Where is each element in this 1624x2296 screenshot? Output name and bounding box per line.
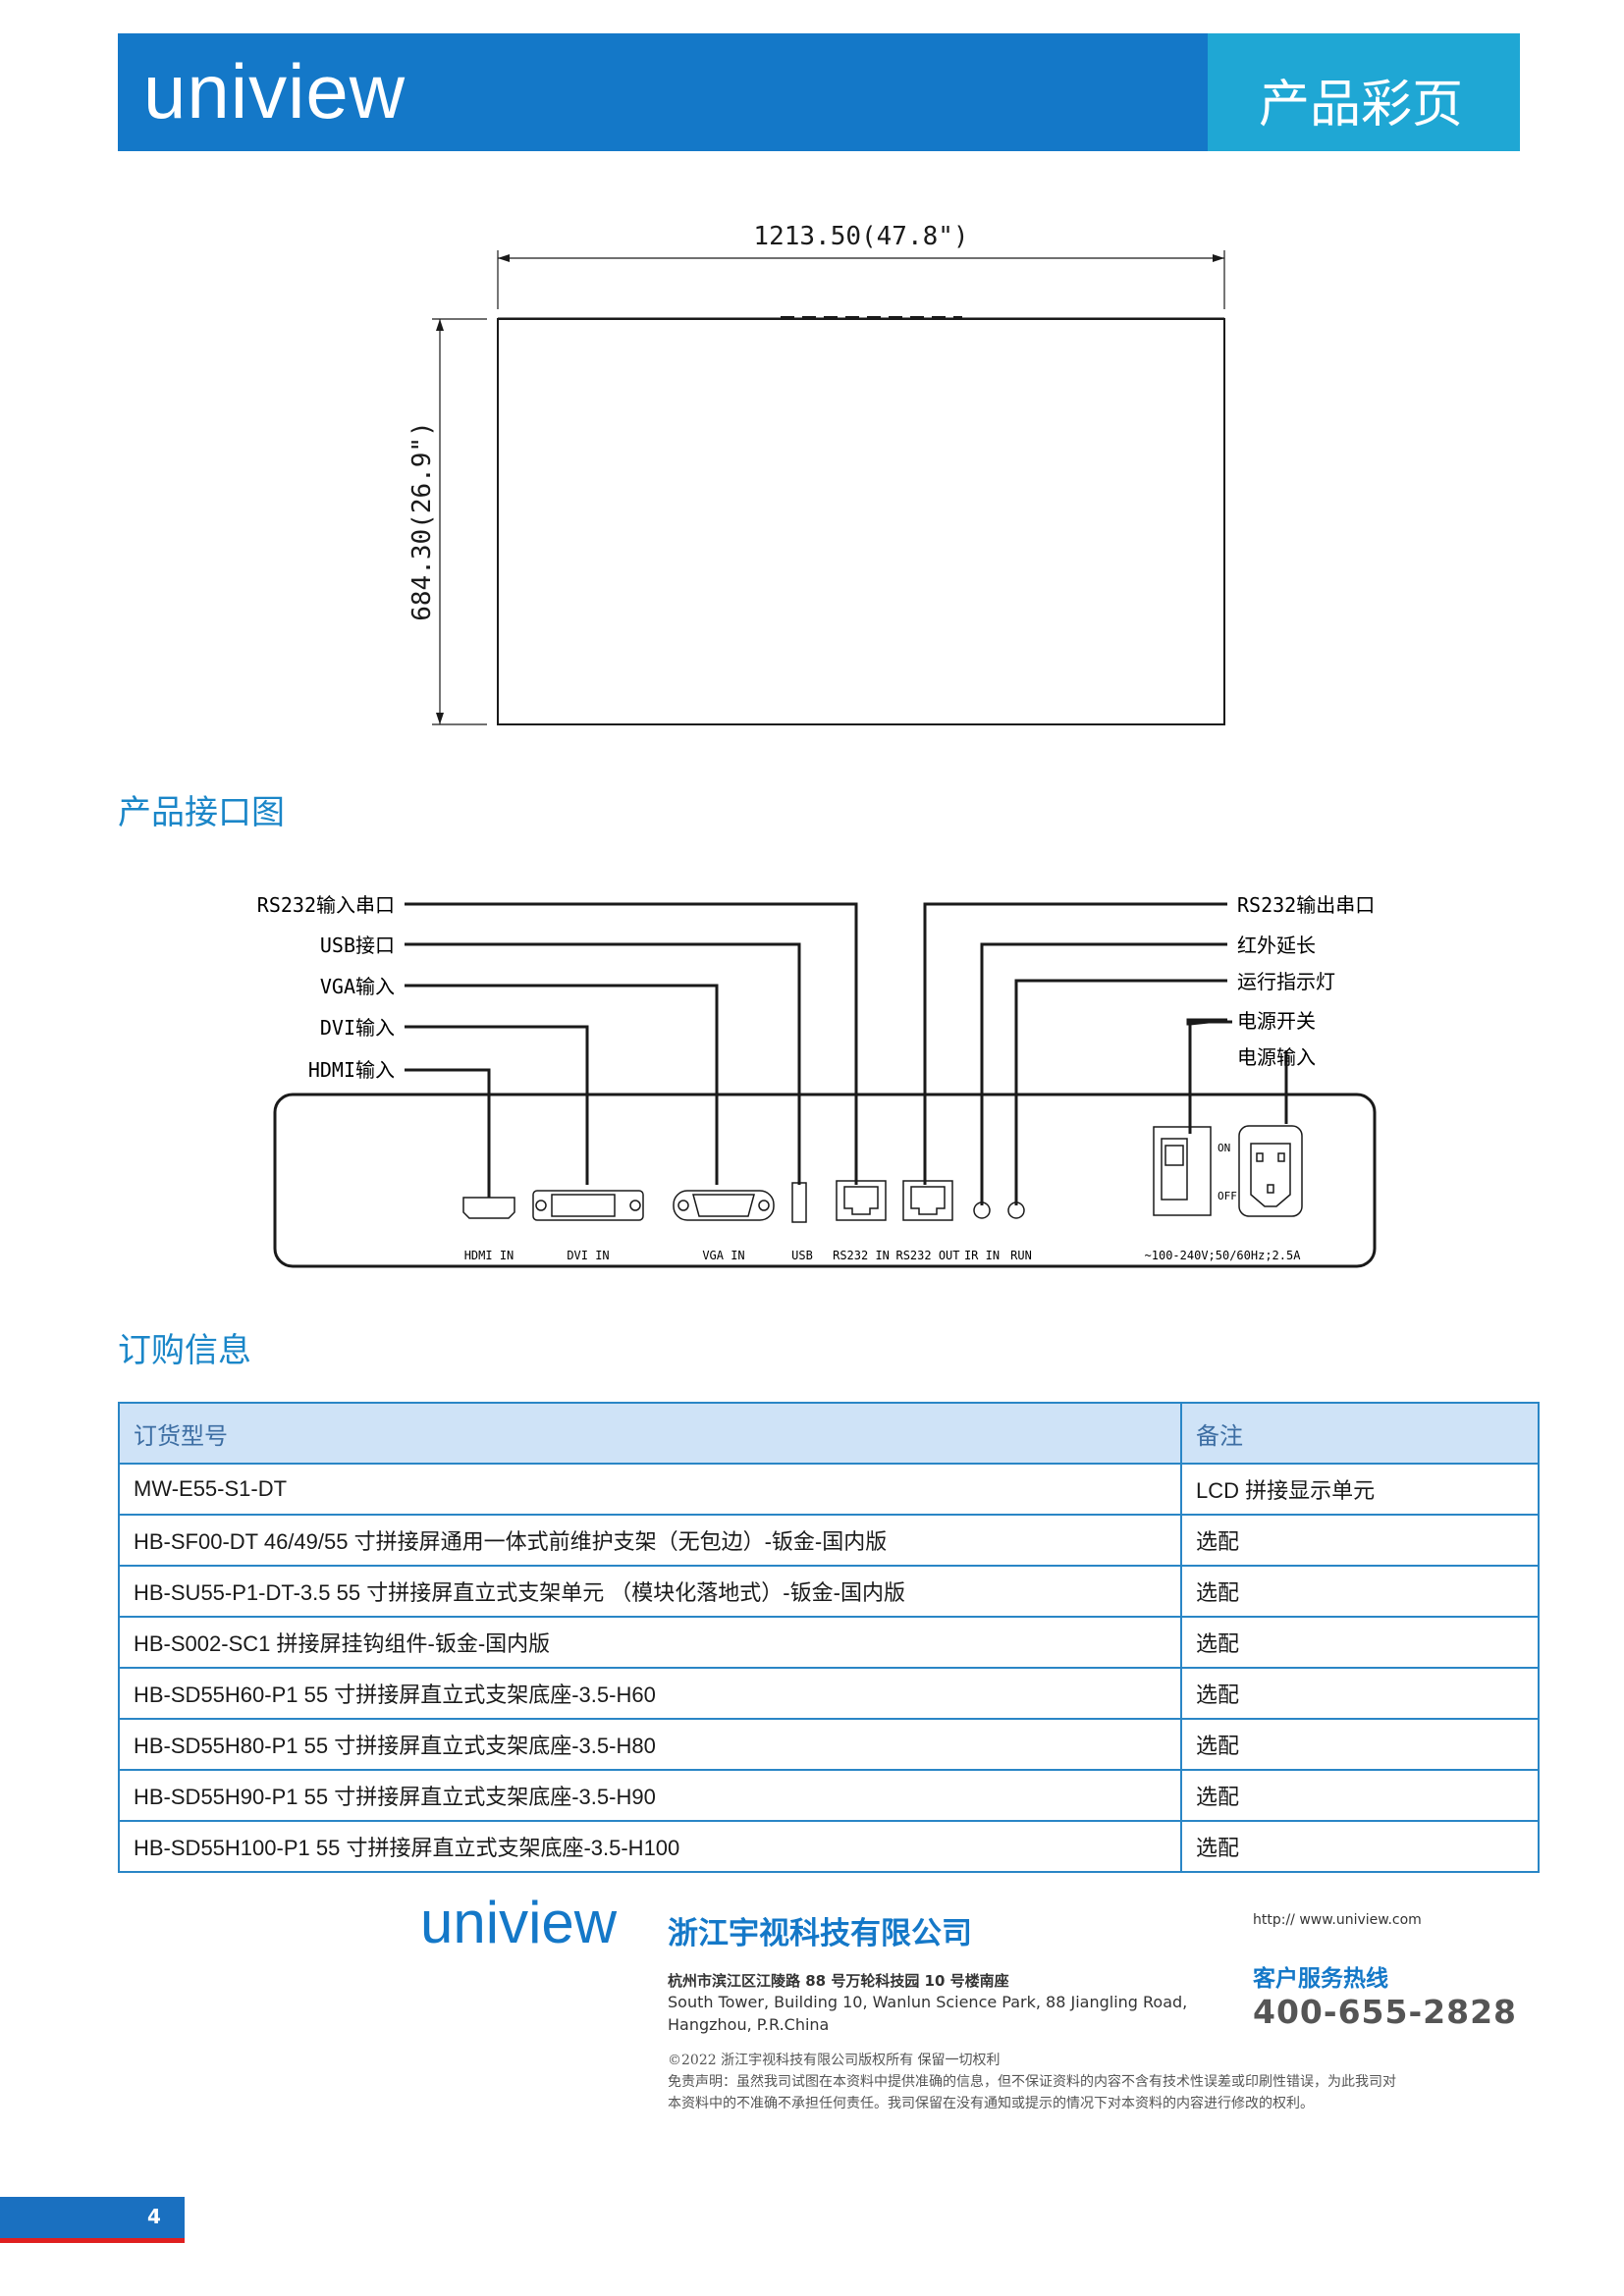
power-spec-label: ~100-240V;50/60Hz;2.5A [1145, 1249, 1302, 1262]
footer-website-link[interactable]: http:// www.uniview.com [1253, 1912, 1422, 1928]
footer-address-en-line1: South Tower, Building 10, Wanlun Science… [668, 1993, 1188, 2011]
callout-run: 运行指示灯 [1237, 970, 1335, 993]
header-title-panel: 产品彩页 [1208, 33, 1520, 151]
panel-outline [497, 318, 1225, 725]
height-dimension-label: 684.30(26.9") [407, 421, 437, 621]
remark-cell: 选配 [1180, 1565, 1540, 1618]
order-section-title: 订购信息 [118, 1331, 251, 1370]
rs232-in-port-icon [836, 1180, 887, 1221]
column-header-remark: 备注 [1180, 1402, 1540, 1465]
model-cell: HB-SD55H80-P1 55 寸拼接屏直立式支架底座-3.5-H80 [118, 1718, 1182, 1771]
power-input-icon [1238, 1125, 1303, 1217]
remark-cell: 选配 [1180, 1820, 1540, 1873]
port-label-usb: USB [791, 1249, 813, 1262]
table-row: HB-SF00-DT 46/49/55 寸拼接屏通用一体式前维护支架（无包边）-… [118, 1514, 1540, 1567]
callout-rs232-out: RS232输出串口 [1237, 893, 1375, 917]
port-label-hdmi: HDMI IN [464, 1249, 514, 1262]
footer-copyright: ©2022 浙江宇视科技有限公司版权所有 保留一切权利 [668, 2053, 1001, 2068]
table-row: HB-S002-SC1 拼接屏挂钩组件-钣金-国内版选配 [118, 1616, 1540, 1669]
callout-hdmi: HDMI输入 [308, 1058, 395, 1082]
footer-address-en-line2: Hangzhou, P.R.China [668, 2015, 830, 2034]
switch-on-label: ON [1218, 1142, 1230, 1154]
page-title: 产品彩页 [1258, 76, 1463, 134]
port-label-rs232-out: RS232 OUT [895, 1249, 959, 1262]
header-bar: uniview 产品彩页 [118, 33, 1520, 151]
remark-cell: 选配 [1180, 1718, 1540, 1771]
port-label-run: RUN [1010, 1249, 1032, 1262]
model-cell: MW-E55-S1-DT [118, 1463, 1182, 1516]
ir-port-icon [973, 1201, 991, 1219]
power-callouts [1188, 1020, 1288, 1134]
rs232-out-port-icon [902, 1180, 953, 1221]
footer-company-name: 浙江宇视科技有限公司 [668, 1916, 972, 1951]
callout-ir: 红外延长 [1237, 934, 1316, 957]
port-label-ir: IR IN [964, 1249, 1000, 1262]
footer-brand-logo: uniview [420, 1890, 618, 1955]
callout-power-switch: 电源开关 [1237, 1009, 1316, 1033]
footer-hotline-number: 400-655-2828 [1253, 1993, 1518, 2031]
model-cell: HB-SD55H90-P1 55 寸拼接屏直立式支架底座-3.5-H90 [118, 1769, 1182, 1822]
port-label-rs232-in: RS232 IN [833, 1249, 890, 1262]
port-label-dvi: DVI IN [567, 1249, 609, 1262]
brand-logo: uniview [143, 48, 406, 134]
width-dimension-label: 1213.50(47.8") [753, 222, 968, 251]
hdmi-port-icon [462, 1197, 515, 1219]
table-header-row: 订货型号 备注 [118, 1402, 1540, 1465]
remark-cell: 选配 [1180, 1769, 1540, 1822]
power-switch-icon [1153, 1126, 1212, 1216]
page-number: 4 [147, 2205, 161, 2228]
model-cell: HB-SF00-DT 46/49/55 寸拼接屏通用一体式前维护支架（无包边）-… [118, 1514, 1182, 1567]
model-cell: HB-SD55H60-P1 55 寸拼接屏直立式支架底座-3.5-H60 [118, 1667, 1182, 1720]
rear-panel-outline [273, 1093, 1377, 1268]
model-cell: HB-SU55-P1-DT-3.5 55 寸拼接屏直立式支架单元 （模块化落地式… [118, 1565, 1182, 1618]
interface-section-title: 产品接口图 [118, 793, 285, 832]
callout-power-input: 电源输入 [1237, 1045, 1316, 1069]
footer-hotline-label: 客户服务热线 [1253, 1966, 1388, 1992]
dimension-drawing: 1213.50(47.8") 684.30(26.9") [407, 222, 1225, 725]
table-row: HB-SU55-P1-DT-3.5 55 寸拼接屏直立式支架单元 （模块化落地式… [118, 1565, 1540, 1618]
footer-disclaimer-line1: 免责声明：虽然我司试图在本资料中提供准确的信息，但不保证资料的内容不含有技术性误… [668, 2074, 1396, 2090]
model-cell: HB-S002-SC1 拼接屏挂钩组件-钣金-国内版 [118, 1616, 1182, 1669]
page-number-tab [0, 2197, 185, 2243]
callout-vga: VGA输入 [320, 975, 395, 998]
callout-usb: USB接口 [320, 934, 395, 957]
remark-cell: LCD 拼接显示单元 [1180, 1463, 1540, 1516]
callout-dvi: DVI输入 [320, 1016, 395, 1040]
remark-cell: 选配 [1180, 1616, 1540, 1669]
remark-cell: 选配 [1180, 1667, 1540, 1720]
model-cell: HB-SD55H100-P1 55 寸拼接屏直立式支架底座-3.5-H100 [118, 1820, 1182, 1873]
callout-rs232-in: RS232输入串口 [257, 893, 395, 917]
run-led-icon [1007, 1201, 1025, 1219]
footer-address-cn: 杭州市滨江区江陵路 88 号万轮科技园 10 号楼南座 [668, 1972, 1009, 1990]
switch-off-label: OFF [1218, 1190, 1237, 1202]
column-header-model: 订货型号 [118, 1402, 1182, 1465]
usb-port-icon [791, 1182, 807, 1223]
vga-port-icon [673, 1190, 775, 1221]
remark-cell: 选配 [1180, 1514, 1540, 1567]
dvi-port-icon [532, 1190, 644, 1221]
footer-disclaimer-line2: 本资料中的不准确不承担任何责任。我司保留在没有通知或提示的情况下对本资料的内容进… [668, 2096, 1314, 2111]
interface-diagram: RS232输入串口 USB接口 VGA输入 DVI输入 HDMI输入 RS232… [257, 893, 1377, 1268]
port-label-vga: VGA IN [702, 1249, 744, 1262]
